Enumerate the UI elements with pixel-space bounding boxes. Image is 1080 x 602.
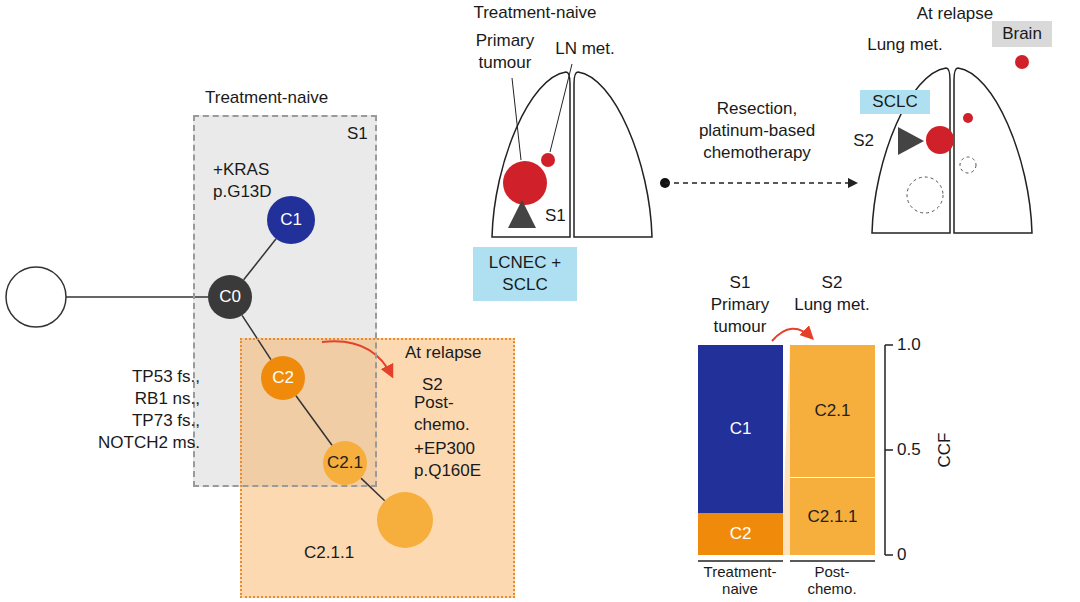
circle-fill: [261, 356, 305, 400]
trunk-line: [66, 296, 208, 298]
bar-heading: S1: [710, 272, 770, 294]
sample-triangle: [508, 200, 536, 228]
mutation-label: RB1 ns.,: [70, 388, 200, 410]
circle-fill: [208, 275, 252, 319]
lung-outline: [954, 68, 1032, 233]
bar-caption: Post-chemo.: [801, 563, 863, 597]
group-text: +KRAS p.G13D: [213, 159, 279, 203]
connector-layer: [242, 239, 385, 501]
clone-label: C2.1.1: [304, 542, 354, 564]
resected-site: [960, 157, 976, 173]
clone-label: C2.1: [327, 452, 363, 474]
sample-group: Treatment-naiveS1+KRAS p.G13DC0C1: [193, 115, 377, 487]
circle-outline: [377, 492, 433, 548]
tree-branch: [244, 239, 276, 280]
brain-met: [1015, 55, 1029, 69]
bar-underline: [790, 560, 875, 562]
bar-segment: C2: [698, 513, 783, 555]
tree-branch: [361, 478, 385, 501]
mutation-label: NOTCH2 ms.: [70, 432, 200, 454]
site-label: Primary tumour: [468, 30, 543, 74]
mutation-label: TP53 fs.,: [70, 366, 200, 388]
bar-segment: C2.1: [790, 345, 875, 477]
clone-label: C0: [219, 286, 241, 308]
clone-label: C1: [280, 209, 302, 231]
sample-label: S2: [744, 130, 874, 152]
bar-heading: Lung met.: [787, 294, 877, 316]
clone-circle: C2.1: [323, 441, 367, 485]
treatment-label: Resection, platinum-based chemotherapy: [690, 98, 824, 164]
panel-heading: Treatment-naive: [465, 2, 605, 24]
segment-label: C1: [730, 418, 752, 440]
group-text: Post-chemo.: [414, 392, 474, 436]
mutation-label: TP73 fs.,: [70, 410, 200, 432]
site-label: Lung met.: [860, 34, 950, 56]
bar-segment: C2.1.1: [790, 477, 875, 555]
leader-line: [512, 78, 521, 160]
group-text: S2: [422, 374, 443, 396]
box-label: Brain: [1002, 23, 1042, 45]
segment-label: C2.1: [815, 400, 851, 422]
histology-box: SCLC: [860, 90, 929, 114]
bar-heading: Primary tumour: [703, 294, 778, 338]
segment-label: C2: [730, 523, 752, 545]
clone-circle: C2: [261, 356, 305, 400]
panel-heading: At relapse: [900, 3, 1010, 25]
box-label: SCLC: [872, 91, 917, 113]
circle-fill: [377, 492, 433, 548]
axis-title: CCF: [934, 425, 956, 475]
bar-underline: [698, 560, 783, 562]
axis-tick: [885, 449, 893, 451]
sample-triangle: [898, 127, 924, 155]
axis-tick: [885, 554, 893, 556]
bar-heading: S2: [802, 272, 862, 294]
lung-met: [926, 126, 954, 154]
group-text: +EP300 p.Q160E: [414, 438, 488, 482]
resected-site: [907, 177, 943, 213]
clone-circle: C2.1.1: [377, 492, 433, 548]
bar-segment: C1: [698, 345, 783, 513]
axis-tick: [885, 344, 893, 346]
axis-tick-label: 0.5: [897, 439, 921, 461]
circle-fill: [267, 196, 315, 244]
clone-circle: C1: [267, 196, 315, 244]
group-text: S1: [347, 123, 368, 145]
group-heading: Treatment-naive: [205, 87, 328, 109]
tree-branch: [296, 396, 332, 445]
leader-line: [550, 64, 572, 152]
box-label: LCNEC + SCLC: [487, 252, 563, 296]
circle-fill: [323, 441, 367, 485]
site-label: LN met.: [545, 38, 625, 60]
illustration: [6, 55, 1032, 598]
ccf-wedge: [783, 345, 790, 555]
site-box: Brain: [992, 21, 1052, 47]
red-arrow: [322, 341, 392, 376]
sample-label: S1: [545, 205, 566, 227]
lung-outline: [574, 72, 652, 237]
bar-caption: Treatment-naive: [699, 563, 781, 597]
lung-met-small: [963, 113, 973, 123]
segment-label: C2.1.1: [807, 506, 857, 528]
histology-box: LCNEC + SCLC: [473, 247, 577, 301]
clone-circle: C0: [208, 275, 252, 319]
lymph-node-met: [541, 153, 555, 167]
axis-tick-label: 0: [897, 544, 906, 566]
axis-tick-label: 1.0: [897, 334, 921, 356]
treatment-arrow: [665, 182, 856, 184]
group-heading: At relapse: [405, 342, 482, 364]
red-arrow: [772, 329, 812, 341]
primary-tumour: [503, 161, 547, 205]
clone-label: C2: [272, 367, 294, 389]
root-circle: [6, 267, 66, 327]
lung-outline: [492, 72, 570, 237]
group-fill: [240, 338, 515, 598]
